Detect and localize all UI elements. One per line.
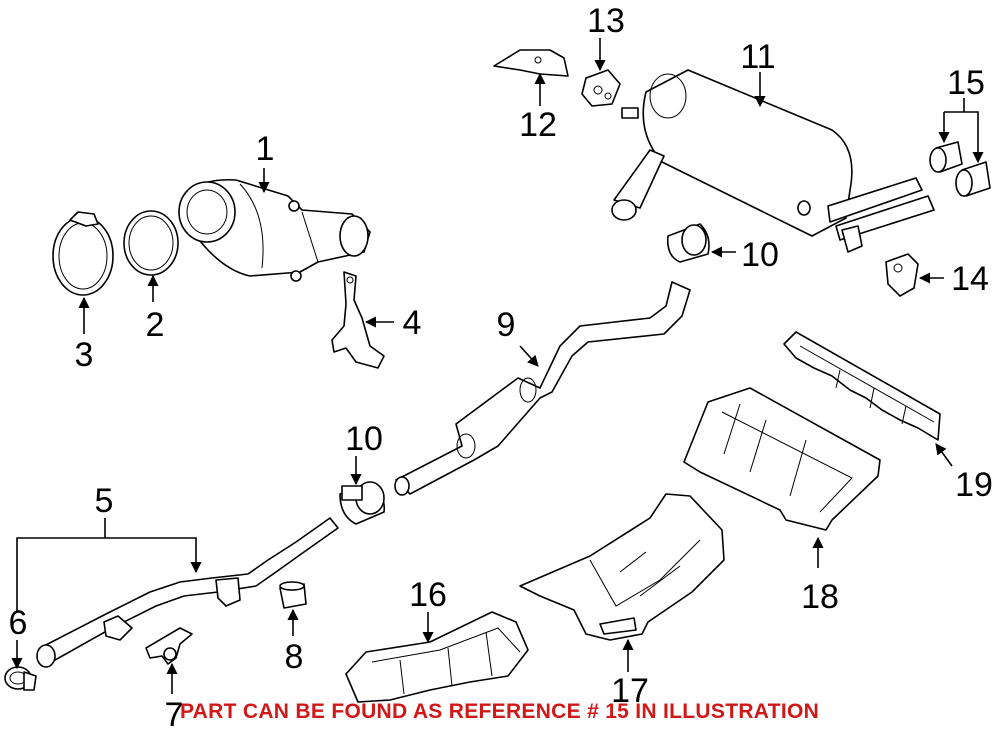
part-9-center-pipe[interactable] — [394, 281, 691, 496]
part-2-gasket[interactable] — [123, 210, 179, 276]
callout-6: 6 — [9, 604, 28, 642]
part-17-heat-shield[interactable] — [519, 493, 725, 641]
part-3-clamp[interactable] — [52, 211, 114, 296]
part-12-bracket[interactable] — [493, 49, 569, 77]
callout-11: 11 — [740, 38, 775, 76]
part-15-exhaust-tips[interactable] — [929, 141, 991, 197]
callout-7: 7 — [165, 696, 184, 732]
part-8-sleeve[interactable] — [279, 581, 307, 609]
callout-9: 9 — [497, 306, 516, 344]
part-7-hanger[interactable] — [145, 627, 193, 665]
callout-1: 1 — [256, 130, 275, 168]
part-10-clamp-upper[interactable] — [666, 223, 710, 263]
part-4-bracket[interactable] — [331, 271, 385, 369]
leader-lines — [11, 38, 984, 694]
callout-19: 19 — [955, 466, 993, 504]
part-6-clamp[interactable] — [4, 666, 37, 691]
callout-15: 15 — [947, 64, 985, 102]
part-5-front-pipe[interactable] — [36, 517, 339, 668]
part-10-clamp-lower[interactable] — [339, 481, 386, 525]
callout-4: 4 — [403, 304, 422, 342]
callout-13: 13 — [587, 2, 625, 40]
reference-caption: PART CAN BE FOUND AS REFERENCE # 15 IN I… — [179, 700, 820, 723]
callout-10-lower: 10 — [345, 420, 383, 458]
part-18-heat-shield[interactable] — [683, 387, 881, 531]
part-1-catalytic-converter[interactable] — [178, 178, 371, 282]
callout-5: 5 — [95, 482, 114, 520]
callout-18: 18 — [801, 578, 839, 616]
part-16-heat-shield[interactable] — [345, 611, 529, 703]
callout-14: 14 — [951, 260, 989, 298]
part-14-hanger[interactable] — [885, 253, 919, 297]
callout-16: 16 — [409, 576, 447, 614]
part-11-rear-muffler[interactable] — [611, 69, 935, 253]
callout-8: 8 — [285, 638, 304, 676]
callout-numbers: 1 2 3 4 5 6 7 8 9 10 10 11 12 13 14 15 1… — [9, 2, 993, 732]
callout-12: 12 — [519, 106, 557, 144]
callout-2: 2 — [146, 306, 165, 344]
callout-10-upper: 10 — [741, 236, 779, 274]
callout-3: 3 — [75, 336, 94, 374]
part-13-isolator[interactable] — [581, 69, 621, 107]
callout-17: 17 — [611, 672, 649, 710]
part-19-heat-shield[interactable] — [783, 331, 941, 441]
